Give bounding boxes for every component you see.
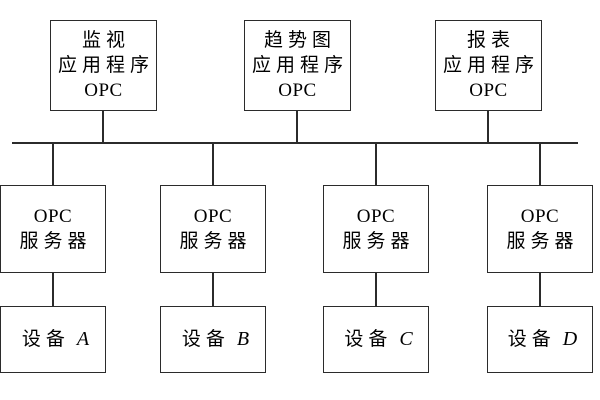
app-box-report-line3: OPC [469,80,508,102]
device-box-a-letter: A [76,328,90,351]
app-box-trend-line3: OPC [278,80,317,102]
device-box-b-label: 设备 B [177,326,249,352]
device-box-a-label: 设备 A [17,326,89,352]
connector-app3-bus [487,111,489,142]
connector-bus-server4 [539,144,541,185]
server-box-3-line1: OPC [356,205,396,227]
server-box-1: OPC 服务器 [0,185,106,273]
connector-app1-bus [102,111,104,142]
device-box-d-letter: D [562,328,578,351]
server-box-4-line1: OPC [520,205,560,227]
app-box-monitoring-line3: OPC [84,80,123,102]
connector-app2-bus [296,111,298,142]
server-box-1-line2: 服务器 [19,231,92,252]
device-box-b-prefix: 设备 [181,329,230,351]
device-box-d-label: 设备 D [503,326,577,352]
device-box-b: 设备 B [160,306,266,373]
app-box-trend-line1: 趋势图 [263,29,336,51]
app-box-report-line1: 报表 [466,29,515,51]
device-box-b-letter: B [236,328,250,351]
server-box-2-line2: 服务器 [179,231,252,252]
app-box-monitoring-line1: 监视 [81,29,130,51]
device-box-d: 设备 D [487,306,593,373]
app-box-monitoring: 监视 应用程序 OPC [50,20,157,111]
server-box-4-line2: 服务器 [506,231,579,252]
server-box-2-line1: OPC [193,205,233,227]
device-box-a: 设备 A [0,306,106,373]
app-box-report-line2: 应用程序 [442,54,539,76]
connector-bus-server1 [52,144,54,185]
server-box-1-line1: OPC [33,205,73,227]
connector-server3-device-c [375,273,377,306]
device-box-c-label: 设备 C [339,326,412,352]
device-box-c: 设备 C [323,306,429,373]
connector-server1-device-a [52,273,54,306]
connector-server4-device-d [539,273,541,306]
network-bus-line [12,142,578,144]
device-box-c-letter: C [399,328,413,351]
connector-server2-device-b [212,273,214,306]
device-box-d-prefix: 设备 [507,329,556,351]
server-box-3-line2: 服务器 [342,231,415,252]
app-box-trend: 趋势图 应用程序 OPC [244,20,351,111]
server-box-3: OPC 服务器 [323,185,429,273]
server-box-2: OPC 服务器 [160,185,266,273]
connector-bus-server2 [212,144,214,185]
app-box-report: 报表 应用程序 OPC [435,20,542,111]
server-box-4: OPC 服务器 [487,185,593,273]
app-box-monitoring-line2: 应用程序 [57,54,154,76]
app-box-trend-line2: 应用程序 [251,54,348,76]
device-box-a-prefix: 设备 [21,329,70,351]
connector-bus-server3 [375,144,377,185]
device-box-c-prefix: 设备 [344,329,393,351]
